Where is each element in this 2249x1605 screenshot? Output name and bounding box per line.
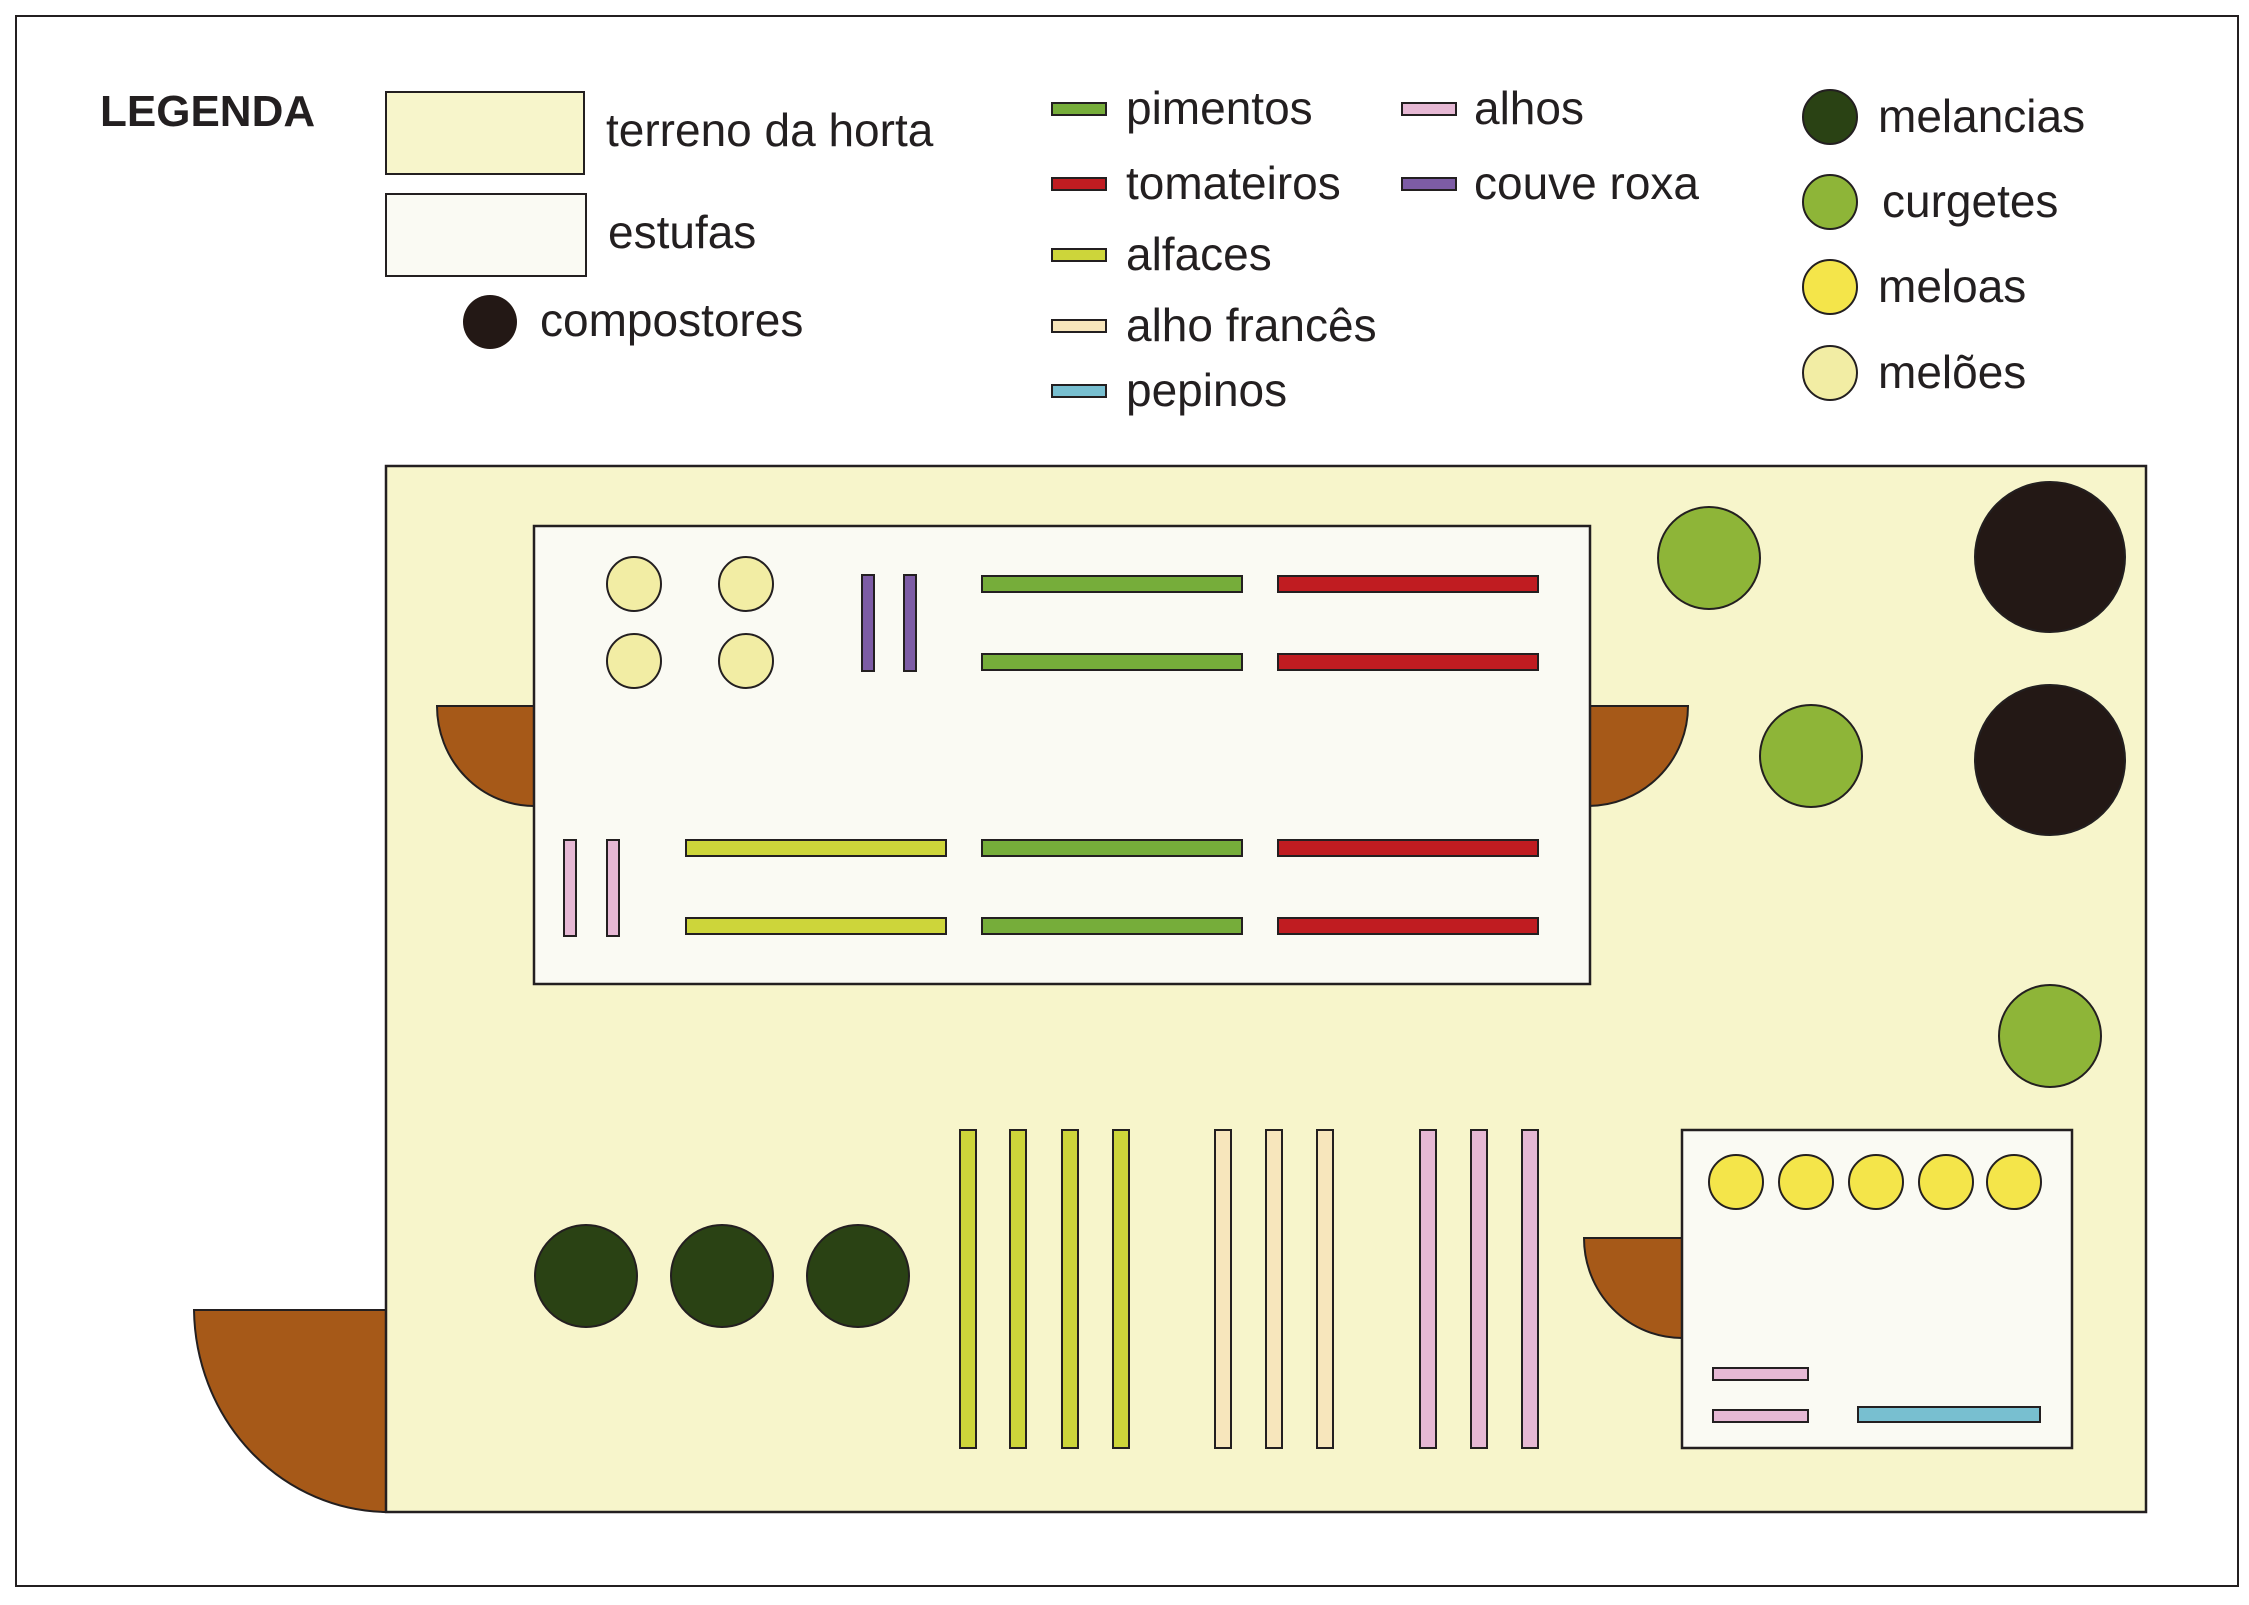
door-main-left — [192, 1309, 387, 1514]
row-alhos — [606, 839, 620, 937]
row-alfaces — [1009, 1129, 1027, 1449]
legend-label-meloes: melões — [1878, 346, 2026, 398]
legend-swatch-estufa — [385, 193, 587, 277]
plant-curgetes — [1759, 704, 1863, 808]
row-alho-frances — [1316, 1129, 1334, 1449]
plant-meloes — [606, 556, 662, 612]
plant-melancias — [534, 1224, 638, 1328]
legend-title: LEGENDA — [100, 87, 315, 136]
row-tomateiros — [1277, 653, 1539, 671]
row-alho-frances — [1265, 1129, 1283, 1449]
legend-label-compostor: compostores — [540, 294, 803, 346]
legend-swatch-meloas — [1802, 259, 1858, 315]
row-alhos — [1521, 1129, 1539, 1449]
plant-curgetes — [1998, 984, 2102, 1088]
row-pimentos — [981, 839, 1243, 857]
row-alfaces — [685, 917, 947, 935]
legend-label-alfaces: alfaces — [1126, 228, 1272, 280]
row-pimentos — [981, 917, 1243, 935]
plant-meloas — [1918, 1154, 1974, 1210]
row-pepinos — [1857, 1406, 2041, 1423]
greenhouse-1 — [532, 524, 1592, 986]
legend-label-meloas: meloas — [1878, 260, 2026, 312]
legend-label-estufa: estufas — [608, 206, 756, 258]
legend-label-couve-roxa: couve roxa — [1474, 157, 1699, 209]
plant-melancias — [670, 1224, 774, 1328]
door-greenhouse1-right — [1587, 705, 1690, 808]
legend-swatch-meloes — [1802, 345, 1858, 401]
compostor — [1974, 684, 2126, 836]
legend-label-alhos: alhos — [1474, 82, 1584, 134]
row-couve-roxa — [903, 574, 917, 672]
legend-label-pepinos: pepinos — [1126, 364, 1287, 416]
legend-swatch-melancias — [1802, 89, 1858, 145]
row-couve-roxa — [861, 574, 875, 672]
legend-label-melancias: melancias — [1878, 90, 2085, 142]
row-alho-frances — [1214, 1129, 1232, 1449]
row-alfaces — [685, 839, 947, 857]
row-alhos — [1470, 1129, 1488, 1449]
plant-curgetes — [1657, 506, 1761, 610]
plant-meloas — [1848, 1154, 1904, 1210]
legend-swatch-pepinos — [1051, 384, 1107, 398]
legend-swatch-curgetes — [1802, 174, 1858, 230]
plant-meloes — [718, 556, 774, 612]
legend-swatch-terreno — [385, 91, 585, 175]
compostor — [1974, 481, 2126, 633]
legend-label-tomateiros: tomateiros — [1126, 157, 1341, 209]
legend-swatch-alfaces — [1051, 248, 1107, 262]
row-alhos — [1712, 1409, 1809, 1423]
legend-label-terreno: terreno da horta — [606, 104, 934, 156]
legend-swatch-alho-frances — [1051, 319, 1107, 333]
row-tomateiros — [1277, 575, 1539, 593]
legend-swatch-compostor — [463, 295, 517, 349]
legend: LEGENDA terreno da horta estufas compost… — [100, 82, 2085, 416]
garden-plot — [192, 464, 2148, 1514]
plant-meloes — [606, 633, 662, 689]
row-alhos — [563, 839, 577, 937]
row-alfaces — [1112, 1129, 1130, 1449]
legend-label-curgetes: curgetes — [1882, 175, 2058, 227]
door-greenhouse1-left — [435, 705, 535, 808]
legend-swatch-pimentos — [1051, 102, 1107, 116]
plant-meloas — [1708, 1154, 1764, 1210]
row-alhos — [1712, 1367, 1809, 1381]
row-pimentos — [981, 653, 1243, 671]
row-tomateiros — [1277, 839, 1539, 857]
row-alfaces — [1061, 1129, 1079, 1449]
legend-swatch-couve-roxa — [1401, 177, 1457, 191]
legend-swatch-tomateiros — [1051, 177, 1107, 191]
legend-label-alho-frances: alho francês — [1126, 299, 1377, 351]
door-greenhouse2-left — [1582, 1237, 1683, 1340]
plant-melancias — [806, 1224, 910, 1328]
plant-meloas — [1986, 1154, 2042, 1210]
row-tomateiros — [1277, 917, 1539, 935]
row-pimentos — [981, 575, 1243, 593]
plant-meloes — [718, 633, 774, 689]
legend-swatch-alhos — [1401, 102, 1457, 116]
plant-meloas — [1778, 1154, 1834, 1210]
row-alfaces — [959, 1129, 977, 1449]
row-alhos — [1419, 1129, 1437, 1449]
legend-label-pimentos: pimentos — [1126, 82, 1313, 134]
